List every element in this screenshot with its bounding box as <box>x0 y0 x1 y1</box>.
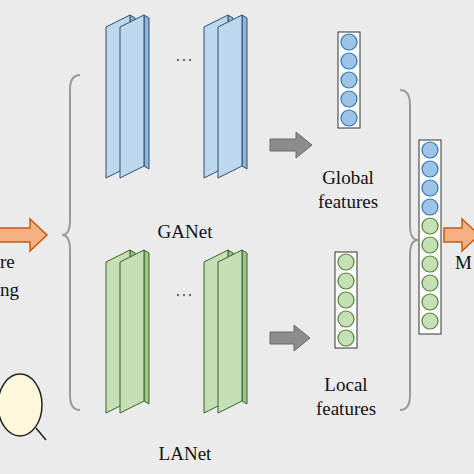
feature-unit <box>422 218 438 234</box>
cropped-label: re ng <box>0 248 26 304</box>
ellipsis-dot <box>183 294 186 297</box>
flow-arrow <box>270 132 312 158</box>
cropped-label: M <box>455 249 474 277</box>
node-shape <box>310 240 382 425</box>
feature-unit <box>422 275 438 291</box>
split-brace <box>62 75 80 410</box>
feature-unit <box>338 254 354 270</box>
feature-unit <box>341 91 357 107</box>
feature-unit <box>338 273 354 289</box>
vector-frame <box>338 32 360 128</box>
ellipsis-dot <box>177 59 180 62</box>
ellipsis-dot <box>183 59 186 62</box>
feature-unit <box>422 237 438 253</box>
layer-side <box>242 15 247 169</box>
vector-caption: Local features <box>310 373 382 421</box>
feature-unit <box>422 313 438 329</box>
vector-caption: Global features <box>312 166 384 214</box>
concatenated-vector <box>419 140 441 334</box>
layer-slab <box>218 15 242 178</box>
feature-unit <box>338 330 354 346</box>
network-name: GANet <box>100 220 270 244</box>
feature-unit <box>341 72 357 88</box>
feature-unit <box>338 311 354 327</box>
layer-slab <box>120 15 144 178</box>
feature-vector: Global features <box>312 30 384 215</box>
node-shape <box>100 10 270 245</box>
flow-arrow <box>270 325 310 351</box>
feature-unit <box>422 294 438 310</box>
network-name: LANet <box>100 442 270 466</box>
egg-illustration <box>0 374 42 436</box>
merge-brace <box>400 90 418 410</box>
layer-slab <box>218 250 242 413</box>
feature-vector: Local features <box>310 240 382 425</box>
vector-frame <box>335 252 357 348</box>
feature-unit <box>341 34 357 50</box>
egg-stand <box>36 428 46 440</box>
layer-slab <box>120 250 144 413</box>
feature-unit <box>422 142 438 158</box>
node-shape <box>100 245 270 474</box>
layer-side <box>242 250 247 404</box>
layer-side <box>144 15 149 169</box>
ellipsis-dot <box>189 59 192 62</box>
feature-unit <box>338 292 354 308</box>
feature-unit <box>422 199 438 215</box>
feature-unit <box>422 180 438 196</box>
feature-unit <box>341 110 357 126</box>
feature-unit <box>422 256 438 272</box>
ellipsis-dot <box>189 294 192 297</box>
vector-frame <box>419 140 441 334</box>
network-block: GANet <box>100 10 270 245</box>
feature-unit <box>422 161 438 177</box>
network-block: LANet <box>100 245 270 474</box>
ellipsis-dot <box>177 294 180 297</box>
feature-unit <box>341 53 357 69</box>
input-arrow <box>0 219 47 251</box>
layer-side <box>144 250 149 404</box>
output-arrow <box>444 219 474 251</box>
